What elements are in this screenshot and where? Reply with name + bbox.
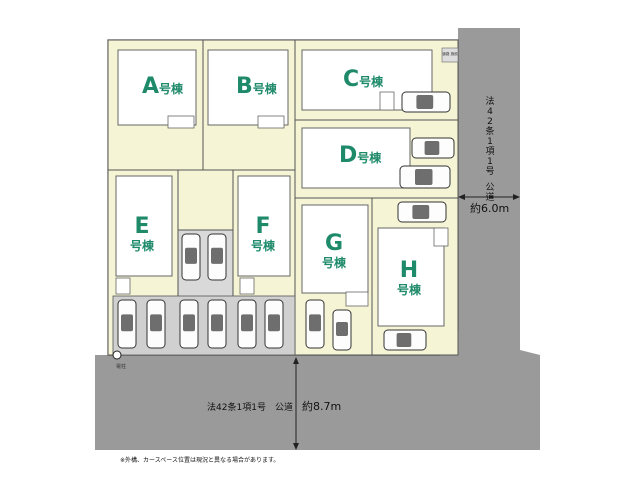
right-road	[458, 28, 540, 450]
house-g	[301, 204, 369, 294]
bottom-road-width: 約8.7m	[302, 399, 341, 413]
lot-label-b: B号棟	[236, 74, 278, 99]
house-f	[237, 175, 291, 277]
utility-pole-icon	[112, 350, 122, 360]
car-icon	[237, 299, 257, 349]
arrow-right-icon	[513, 194, 520, 200]
house-e	[115, 175, 173, 277]
right-road-label-char: 項	[485, 146, 494, 157]
house-a	[117, 49, 197, 126]
right-road-label-char: 2	[487, 117, 493, 127]
lot-label-c: C号棟	[343, 67, 384, 92]
car-icon	[401, 91, 451, 113]
entry-h	[433, 227, 449, 247]
entry-g	[345, 291, 369, 307]
entry-e	[115, 277, 131, 295]
corner-box	[441, 47, 459, 63]
arrow-left-icon	[458, 194, 465, 200]
car-icon	[117, 299, 137, 349]
right-road-label-char: 道	[485, 191, 494, 203]
right-road-label-char: 条	[485, 125, 494, 137]
house-h	[377, 227, 445, 327]
entry-a	[167, 115, 195, 129]
right-road-label-char: 4	[487, 107, 493, 117]
car-icon	[181, 233, 201, 281]
car-icon	[411, 137, 455, 159]
corner-box-label: 道路 施設	[442, 51, 458, 56]
entry-c	[379, 91, 395, 111]
car-icon	[264, 299, 284, 349]
arrow-down-icon	[293, 443, 299, 450]
car-icon	[305, 299, 325, 349]
car-icon	[332, 309, 352, 351]
car-spaces	[117, 91, 455, 351]
right-road-label-char: 公	[485, 182, 494, 193]
car-icon	[207, 299, 227, 349]
right-road-label-char: 号	[485, 166, 494, 177]
car-icon	[146, 299, 166, 349]
bottom-road	[95, 355, 540, 450]
right-road-label-char: 1	[487, 137, 493, 147]
lot-label-d: D号棟	[339, 143, 382, 168]
car-icon	[397, 201, 447, 223]
lot-label-a: A号棟	[142, 74, 184, 99]
car-icon	[399, 165, 451, 189]
right-road-label-char: 法	[485, 95, 494, 107]
car-icon	[383, 329, 427, 351]
footnote: ※外構、カースペース位置は現況と異なる場合があります。	[120, 456, 279, 464]
entry-b	[257, 115, 285, 129]
house-d	[301, 127, 411, 189]
car-icon	[207, 233, 227, 281]
house-b	[207, 49, 289, 126]
right-road-width: 約6.0m	[470, 201, 509, 215]
bottom-road-label: 法42条1項1号 公道	[207, 401, 293, 413]
right-road-label-char: 1	[487, 157, 493, 167]
car-icon	[179, 299, 199, 349]
arrow-up-icon	[293, 357, 299, 364]
entry-f	[239, 277, 255, 295]
pole-label: 電柱	[116, 363, 126, 370]
